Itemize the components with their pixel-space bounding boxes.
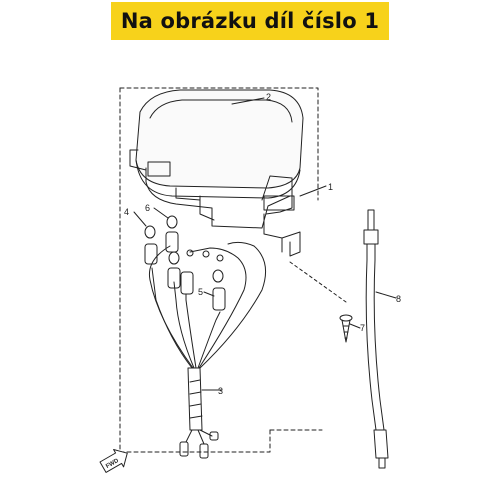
cable-tip bbox=[378, 457, 386, 469]
ring-terminal-3 bbox=[216, 254, 224, 262]
bulb-4 bbox=[144, 225, 156, 239]
wire-4 bbox=[197, 311, 221, 369]
mounting-bracket bbox=[261, 175, 293, 215]
cover-rim bbox=[135, 159, 301, 199]
cover-inner-line bbox=[149, 99, 293, 123]
socket-b bbox=[180, 271, 194, 295]
bulb-sockets bbox=[144, 215, 226, 311]
screw-thread bbox=[342, 325, 350, 339]
wire-6 bbox=[199, 241, 267, 369]
meter-cover bbox=[135, 89, 304, 189]
fwd-arrow: FWD bbox=[99, 449, 128, 473]
connector-wire-b bbox=[197, 429, 205, 445]
wire-1 bbox=[151, 267, 193, 369]
wire-5 bbox=[189, 247, 247, 369]
callout-6: 6 bbox=[145, 203, 150, 213]
socket-a bbox=[167, 267, 181, 289]
meter-base bbox=[129, 149, 147, 171]
body-panel bbox=[147, 161, 171, 177]
socket-6 bbox=[165, 231, 179, 253]
cable-lower-fitting bbox=[373, 429, 389, 459]
leader-5 bbox=[203, 291, 215, 297]
meter-cable bbox=[363, 209, 389, 469]
cable-body-right bbox=[373, 243, 385, 431]
ring-terminal-1 bbox=[186, 249, 194, 257]
cable-top-fitting bbox=[367, 209, 375, 231]
banner-text: Na obrázku díl číslo 1 bbox=[120, 9, 380, 33]
callout-4: 4 bbox=[124, 207, 129, 217]
bulb-a bbox=[168, 251, 180, 265]
leader-2 bbox=[231, 97, 265, 105]
assembly-boundary-top bbox=[119, 87, 319, 201]
bracket-plate bbox=[263, 195, 295, 211]
meter-assembly bbox=[129, 89, 304, 257]
leader-6 bbox=[153, 207, 169, 219]
leader-1 bbox=[299, 185, 327, 197]
screw-shank bbox=[341, 319, 351, 343]
connector-b bbox=[199, 443, 209, 459]
connector-wire-a bbox=[185, 429, 193, 443]
lower-housing bbox=[175, 187, 215, 221]
screw bbox=[339, 314, 353, 343]
connector-a bbox=[179, 441, 189, 457]
wiring-harness bbox=[148, 241, 267, 459]
bulb-5 bbox=[212, 269, 224, 283]
leader-4 bbox=[133, 211, 147, 227]
wire-2 bbox=[173, 281, 195, 369]
socket-4 bbox=[144, 243, 158, 265]
callout-8: 8 bbox=[396, 294, 401, 304]
assembly-boundary bbox=[119, 87, 271, 453]
ring-terminal-2 bbox=[202, 250, 210, 258]
leader-8 bbox=[375, 291, 397, 299]
screw-guide bbox=[289, 261, 347, 303]
leader-7 bbox=[349, 323, 361, 329]
bracket-stay bbox=[263, 213, 301, 257]
cable-body-left bbox=[365, 243, 377, 431]
callout-3: 3 bbox=[218, 386, 223, 396]
screw-head bbox=[339, 314, 353, 322]
meter-body bbox=[145, 167, 291, 229]
harness-sleeve-detail bbox=[189, 379, 203, 419]
part-number-banner: Na obrázku díl číslo 1 bbox=[111, 2, 389, 40]
bulb-6 bbox=[166, 215, 178, 229]
callout-5: 5 bbox=[198, 287, 203, 297]
callout-2: 2 bbox=[266, 92, 271, 102]
wire-3 bbox=[185, 293, 197, 369]
callout-7: 7 bbox=[360, 323, 365, 333]
fwd-arrow-shape bbox=[99, 449, 128, 473]
connector-c bbox=[209, 431, 219, 441]
callout-1: 1 bbox=[328, 182, 333, 192]
harness-sleeve bbox=[187, 367, 203, 431]
cable-nut bbox=[363, 229, 379, 245]
socket-5 bbox=[212, 287, 226, 311]
